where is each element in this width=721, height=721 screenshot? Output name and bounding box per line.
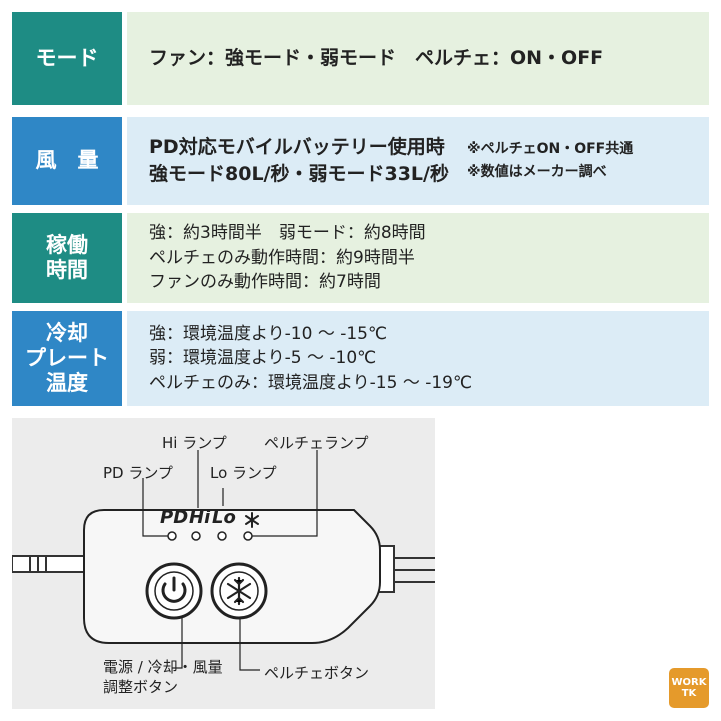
row-header-mode: モード [12,12,122,105]
spec-row-airflow: 風 量 PD対応モバイルバッテリー使用時 強モード80L/秒・弱モード33L/秒… [12,117,709,205]
power-button[interactable] [145,562,203,620]
row-body-mode: ファン：強モード・弱モード ペルチェ：ON・OFF [127,12,709,105]
peltier-button-label: ペルチェボタン [264,664,370,682]
brand-logo: WORK TK [669,668,709,708]
power-icon [161,576,187,603]
airflow-line: PD対応モバイルバッテリー使用時 [149,136,445,159]
airflow-note: ※数値はメーカー調べ [466,164,607,180]
airflow-line: 強モード80L/秒・弱モード33L/秒 [149,163,449,185]
power-button-label-1: 電源 / 冷却・風量 [103,658,223,676]
row-header-plate-temp: 冷却プレート温度 [12,311,122,406]
hi-face-text: Hi [189,507,211,528]
snowflake-icon [226,576,252,606]
mode-text: ファン：強モード・弱モード ペルチェ：ON・OFF [149,47,604,70]
snowflake-lamp-icon [245,512,259,528]
pd-lamp-label: PD ランプ [103,464,173,482]
left-cable [12,555,95,573]
plate-temp-line: ペルチェのみ：環境温度より-15 ～ -19℃ [149,372,473,393]
runtime-line: 強：約3時間半 弱モード：約8時間 [149,223,426,244]
airflow-note: ※ペルチェON・OFF共通 [466,140,634,157]
controller-illustration [12,450,435,671]
leader-lines [142,450,318,671]
runtime-line: ファンのみ動作時間：約7時間 [149,272,381,293]
peltier-button[interactable] [210,562,268,620]
peltier-lamp-label: ペルチェランプ [264,434,369,452]
row-body-airflow: PD対応モバイルバッテリー使用時 強モード80L/秒・弱モード33L/秒 ※ペル… [127,117,709,205]
row-body-plate-temp: 強：環境温度より-10 ～ -15℃ 弱：環境温度より-5 ～ -10℃ ペルチ… [127,311,709,406]
runtime-line: ペルチェのみ動作時間：約9時間半 [149,247,415,268]
lo-lamp-label: Lo ランプ [210,464,277,482]
spec-row-mode: モード ファン：強モード・弱モード ペルチェ：ON・OFF [12,12,709,105]
plate-temp-line: 弱：環境温度より-5 ～ -10℃ [149,348,377,369]
spec-row-runtime: 稼働時間 強：約3時間半 弱モード：約8時間 ペルチェのみ動作時間：約9時間半 … [12,213,709,303]
controller-diagram: PD Hi Lo Hi ランプ ペルチェランプ PD ランプ Lo ランプ 電源… [12,418,435,709]
power-button-label-2: 調整ボタン [103,678,179,696]
row-header-runtime: 稼働時間 [12,213,122,303]
row-body-runtime: 強：約3時間半 弱モード：約8時間 ペルチェのみ動作時間：約9時間半 ファンのみ… [127,213,709,303]
hi-lamp-label: Hi ランプ [162,434,227,452]
plate-temp-line: 強：環境温度より-10 ～ -15℃ [149,323,388,344]
row-header-airflow: 風 量 [12,117,122,205]
right-cable [373,545,435,593]
pd-face-text: PD [160,507,189,528]
lamps [167,531,253,541]
lo-face-text: Lo [212,507,236,528]
spec-row-plate-temp: 冷却プレート温度 強：環境温度より-10 ～ -15℃ 弱：環境温度より-5 ～… [12,311,709,406]
